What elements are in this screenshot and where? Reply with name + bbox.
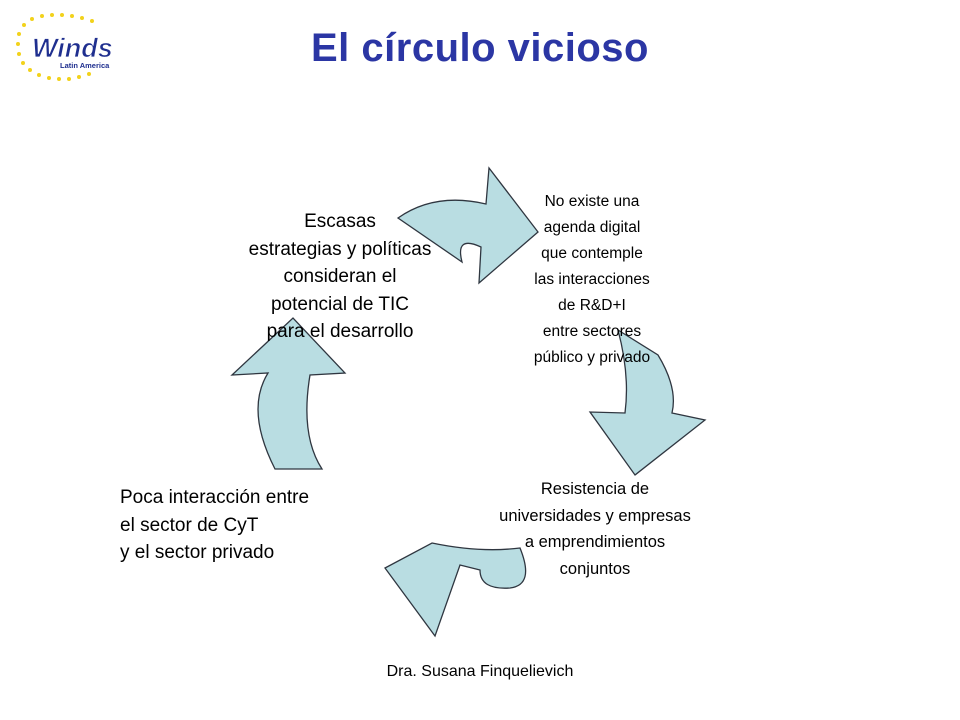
logo-star-ring (16, 13, 94, 81)
cycle-node-resistance: Resistencia de universidades y empresas … (499, 480, 691, 578)
page-title: El círculo vicioso (310, 26, 649, 70)
logo-subtitle: Latin America (60, 61, 110, 70)
cycle-arrow-right (588, 328, 707, 476)
cycle-arrow-top (396, 166, 539, 285)
cycle-node-no-digital-agenda: No existe una agenda digital que contemp… (533, 193, 651, 366)
cycle-arrow-left (230, 317, 347, 470)
footer-author: Dra. Susana Finquelievich (386, 663, 574, 680)
winds-logo: Winds Latin America (16, 13, 113, 81)
cycle-node-scarce-strategies: Escasas estrategias y políticas consider… (248, 211, 432, 342)
cycle-arrow-bottom (384, 542, 527, 638)
cycle-node-low-interaction: Poca interacción entre el sector de CyT … (120, 487, 310, 563)
logo-brand: Winds (32, 33, 113, 63)
